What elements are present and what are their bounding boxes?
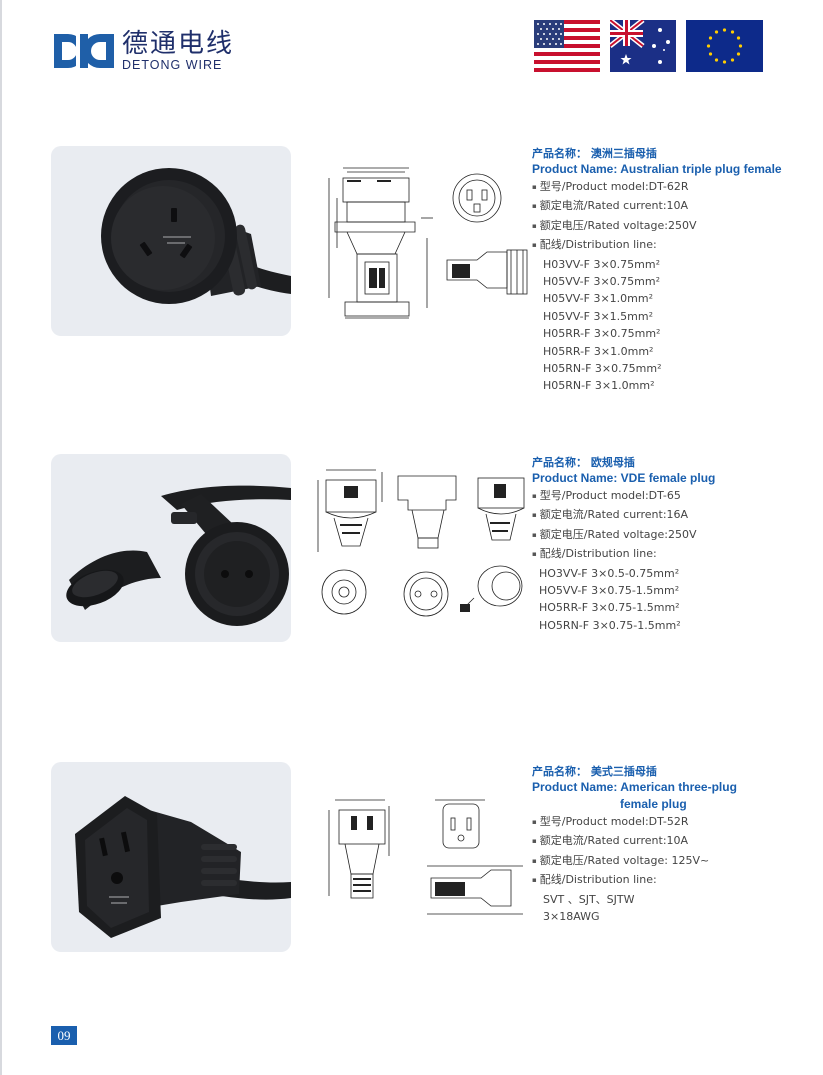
distribution-line-item: 3×18AWG [543, 910, 600, 924]
product-title-en: Product Name: VDE female plug [532, 471, 716, 485]
product-model: 型号/Product model:DT-62R [532, 178, 802, 197]
technical-drawing-vde [314, 462, 528, 620]
distribution-line-item: HO3VV-F 3×0.5-0.75mm² [539, 566, 680, 580]
brand-logo: 德通电线 DETONG WIRE [52, 30, 234, 72]
product-title-en-line2: female plug [620, 797, 687, 811]
product-photo-vde [51, 454, 291, 642]
distribution-line-item: HO5RN-F 3×0.75-1.5mm² [539, 618, 681, 632]
american-socket-image [75, 796, 291, 938]
flag-row [534, 20, 763, 72]
rated-current: 额定电流/Rated current:10A [532, 197, 802, 216]
technical-drawing-american [323, 796, 523, 916]
product-photo-american [51, 762, 291, 952]
distribution-line-item: SVT 、SJT、SJTW [543, 892, 635, 906]
australian-socket-image [101, 168, 291, 304]
brand-name-cn: 德通电线 [122, 29, 235, 59]
american-dimension-drawing [328, 799, 523, 915]
product-title-en: Product Name: American three-plug [532, 780, 737, 794]
product-title-cn: 产品名称： 美式三插母插 [532, 765, 657, 778]
product-photo-australian [51, 146, 291, 336]
product-info-vde: 产品名称： 欧规母插 Product Name: VDE female plug… [532, 455, 802, 634]
product-title-cn: 产品名称： 欧规母插 [532, 456, 635, 469]
distribution-line-item: H05RN-F 3×0.75mm² [543, 362, 662, 376]
eu-flag-icon [686, 20, 763, 72]
au-flag-icon [610, 20, 676, 72]
rated-voltage: 额定电压/Rated voltage:250V [532, 217, 802, 236]
australian-dimension-drawing [328, 167, 528, 319]
distribution-line-item: H05VV-F 3×0.75mm² [543, 275, 661, 289]
distribution-line-item: HO5VV-F 3×0.75-1.5mm² [539, 584, 680, 598]
distribution-line-item: HO5RR-F 3×0.75-1.5mm² [539, 601, 680, 615]
distribution-line-item: H05RR-F 3×0.75mm² [543, 327, 661, 341]
distribution-line-item: H05VV-F 3×1.5mm² [543, 309, 654, 323]
technical-drawing-australian [317, 158, 532, 322]
product-title-cn: 产品名称： 澳洲三插母插 [532, 147, 657, 160]
brand-name-en: DETONG WIRE [122, 58, 223, 72]
product-model: 型号/Product model:DT-65 [532, 487, 802, 506]
rated-voltage: 额定电压/Rated voltage:250V [532, 526, 802, 545]
product-info-australian: 产品名称： 澳洲三插母插 Product Name: Australian tr… [532, 146, 802, 395]
rated-current: 额定电流/Rated current:16A [532, 506, 802, 525]
page-edge-rule [0, 0, 2, 1075]
distribution-line-label: 配线/Distribution line: [532, 236, 802, 255]
rated-voltage: 额定电压/Rated voltage: 125V~ [532, 852, 802, 871]
detong-logo-icon [54, 34, 114, 68]
product-info-american: 产品名称： 美式三插母插 Product Name: American thre… [532, 764, 802, 925]
vde-dimension-drawing [317, 469, 525, 617]
distribution-line-item: H05RR-F 3×1.0mm² [543, 344, 654, 358]
distribution-line-item: H05VV-F 3×1.0mm² [543, 292, 654, 306]
us-flag-icon [534, 20, 600, 72]
distribution-line-item: H03VV-F 3×0.75mm² [543, 257, 661, 271]
rated-current: 额定电流/Rated current:10A [532, 832, 802, 851]
distribution-line-label: 配线/Distribution line: [532, 545, 802, 564]
vde-socket-image [66, 485, 291, 626]
distribution-line-item: H05RN-F 3×1.0mm² [543, 379, 655, 393]
product-title-en: Product Name: Australian triple plug fem… [532, 162, 782, 176]
product-model: 型号/Product model:DT-52R [532, 813, 802, 832]
distribution-line-label: 配线/Distribution line: [532, 871, 802, 890]
page-number: 09 [51, 1026, 77, 1045]
